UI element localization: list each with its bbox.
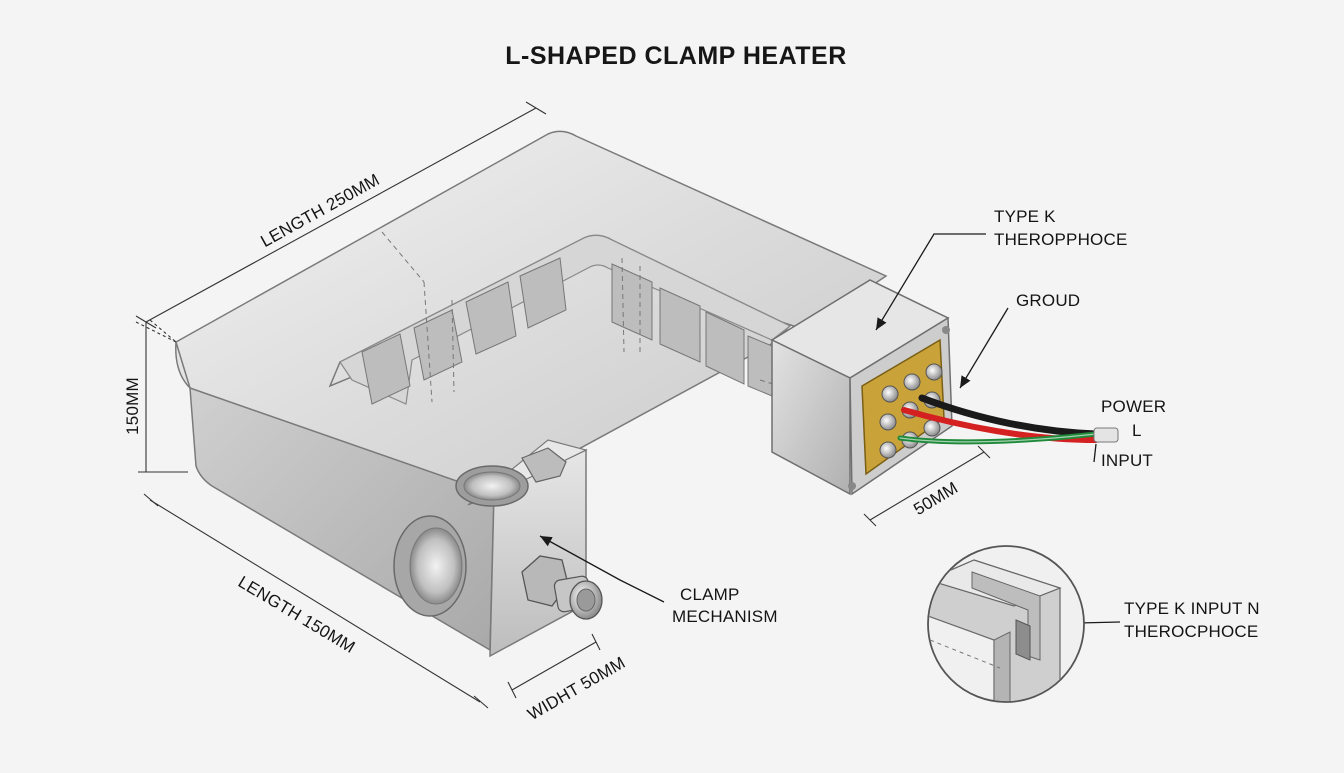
diagram-title: L-SHAPED CLAMP HEATER [505,42,847,70]
dim-width-50 [511,641,597,691]
label-power-line1: POWER [1101,397,1167,416]
inner-channel [339,234,792,405]
label-thermocouple-line1: TYPE K [994,207,1056,226]
leader-thermocouple [875,233,986,331]
dimension-lines [135,101,991,709]
label-detail-line2: THEROCPHOCE [1124,622,1259,641]
clamp-bolt [521,555,603,620]
clamp-mechanism-assembly [393,447,603,620]
label-power-line3: INPUT [1101,451,1153,470]
label-detail-line1: TYPE K INPUT N [1124,599,1260,618]
heater-body [175,130,888,658]
wire-ferrule [1093,427,1119,443]
label-power-line2: L [1132,421,1142,440]
label-ground: GROUD [1016,291,1081,310]
dim-box-50 [869,451,985,521]
detail-view [927,545,1085,703]
label-clamp-line2: MECHANISM [672,607,778,626]
dim-length-150 [149,499,481,703]
leader-clamp [539,535,665,603]
wire-black [918,394,1100,438]
terminal-box [770,279,953,496]
label-height-150: 150MM [122,377,142,435]
power-wires [897,394,1119,445]
leader-ground [959,307,1009,389]
dim-length-250 [145,107,537,323]
heater-segments [361,257,773,405]
label-thermocouple-line2: THEROPPHOCE [994,230,1128,249]
label-clamp-line1: CLAMP [680,585,740,604]
wire-red [901,407,1099,443]
